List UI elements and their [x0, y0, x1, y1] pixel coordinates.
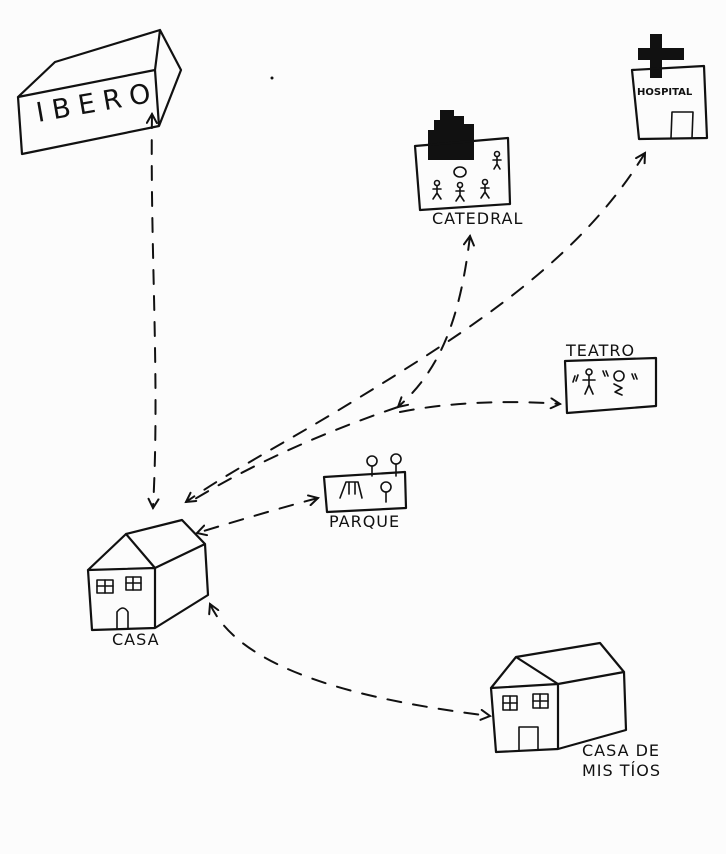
node-parque: PARQUE — [322, 453, 408, 531]
node-ibero: IBERO — [16, 28, 183, 156]
casa-tios-house-icon — [489, 641, 628, 754]
node-teatro: TEATRO — [563, 341, 658, 415]
hospital-cross-icon — [638, 34, 684, 78]
teatro-stage-icon — [563, 356, 658, 415]
edge-casa-hospital — [186, 153, 645, 502]
edge-casa-catedral — [398, 236, 470, 407]
parque-swing-icon — [339, 481, 392, 503]
casa-door-icon — [116, 607, 129, 629]
casa-tios-door-icon — [518, 726, 539, 752]
catedral-people-icon — [432, 150, 502, 202]
casa-label: CASA — [112, 630, 160, 649]
edge-catedral-teatro — [399, 402, 560, 413]
connectors — [152, 114, 645, 716]
teatro-actors-icon — [572, 368, 638, 396]
edge-casa-tios — [210, 604, 490, 716]
node-hospital: HOSPITAL — [630, 34, 709, 141]
edge-casa-teatro — [189, 406, 399, 503]
parque-frame-icon — [322, 470, 408, 514]
hospital-building-icon — [630, 64, 709, 141]
edge-casa-ibero — [152, 114, 156, 508]
hospital-label: HOSPITAL — [637, 87, 693, 98]
catedral-label: CATEDRAL — [432, 209, 523, 228]
node-casa: CASA — [86, 518, 210, 649]
pen-dot — [270, 76, 274, 80]
ibero-block-icon — [16, 28, 183, 156]
casa-tios-label-line2: MIS TÍOS — [582, 761, 661, 780]
casa-tios-windows-icon — [502, 693, 549, 711]
node-catedral: CATEDRAL — [413, 110, 523, 228]
casa-tios-label-line1: CASA DE — [582, 741, 660, 760]
edge-casa-parque — [197, 498, 318, 533]
hospital-door-icon — [670, 111, 694, 139]
catedral-tower-icon — [428, 110, 474, 160]
teatro-label: TEATRO — [565, 341, 635, 360]
parque-label: PARQUE — [329, 512, 400, 531]
casa-house-icon — [86, 518, 210, 632]
catedral-frame-icon — [413, 136, 512, 212]
casa-windows-icon — [96, 576, 142, 594]
ibero-label: IBERO — [34, 77, 161, 129]
node-casa-tios: CASA DE MIS TÍOS — [489, 641, 661, 780]
